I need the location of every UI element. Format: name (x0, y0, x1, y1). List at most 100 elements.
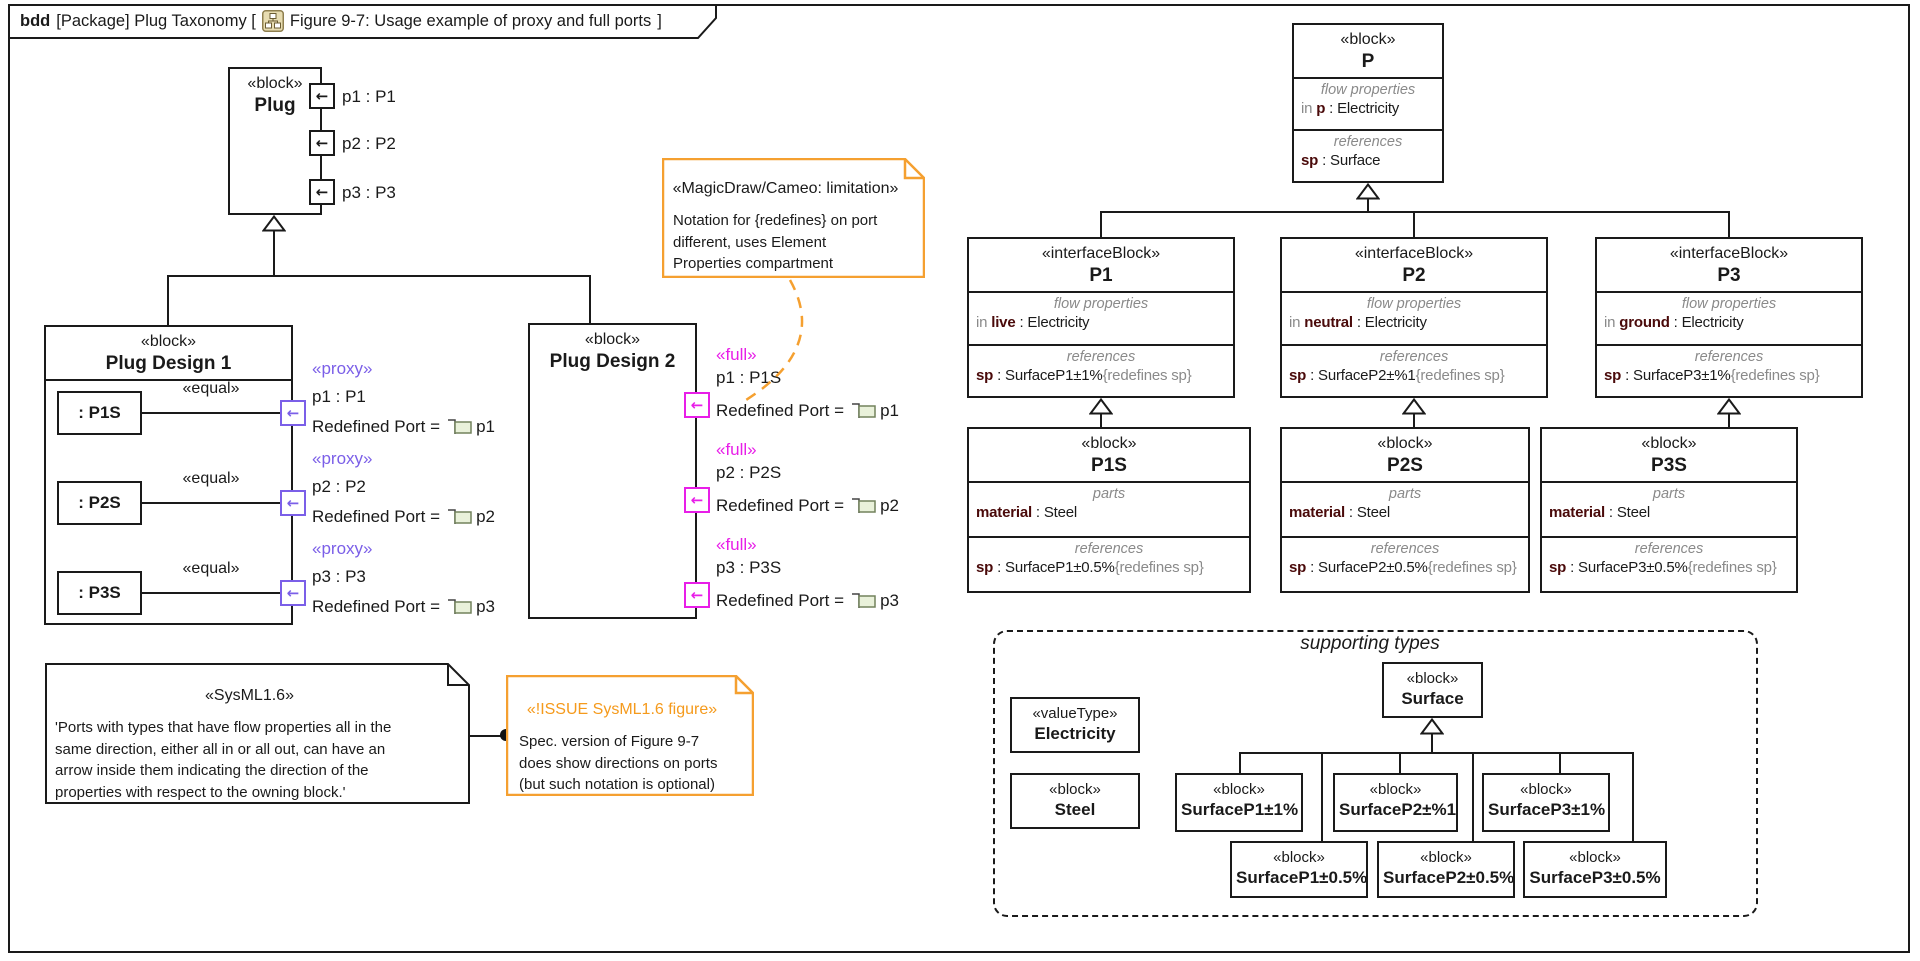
block-p2[interactable]: «interfaceBlock» P2 flow properties in n… (1280, 237, 1548, 398)
compartment-title: parts (1388, 486, 1422, 502)
part-p3s[interactable]: : P3S (57, 571, 142, 615)
block-surfacep3-05pct[interactable]: «block» SurfaceP3±0.5% (1523, 841, 1667, 898)
block-p3[interactable]: «interfaceBlock» P3 flow properties in g… (1595, 237, 1863, 398)
block-stereotype: «block» (1049, 781, 1101, 798)
block-electricity[interactable]: «valueType» Electricity (1010, 697, 1140, 753)
proxy-port-p3[interactable]: ← (280, 580, 306, 606)
port-name-label: p1 : P1S (716, 368, 782, 387)
full-port-p1[interactable]: ← (684, 392, 710, 418)
references-compartment: references sp : SurfaceP1±0.5%{redefines… (969, 536, 1249, 591)
port-p2[interactable]: ← (309, 130, 335, 156)
port-label: p2 : P2 (342, 134, 396, 153)
connector-line (1321, 752, 1323, 842)
note-magicdraw-limitation[interactable]: «MagicDraw/Cameo: limitation» Notation f… (662, 158, 925, 278)
redefined-port-row: Redefined Port = p1 (716, 400, 899, 421)
redefined-port-text: Redefined Port = (716, 590, 845, 610)
equal-connector-label: «equal» (182, 470, 240, 487)
full-port-p3[interactable]: ← (684, 582, 710, 608)
connector-line (1239, 752, 1241, 774)
block-stereotype: «block» (1569, 849, 1621, 866)
flow-properties-compartment: flow properties in p : Electricity (1294, 77, 1442, 129)
block-plug[interactable]: «block» Plug (228, 67, 322, 215)
note-sysml16[interactable]: «SysML1.6» 'Ports with types that have f… (45, 663, 470, 804)
compartment-title: parts (1652, 486, 1686, 502)
connector-line (1100, 211, 1730, 213)
note-line: (but such notation is optional) (519, 776, 715, 793)
port-name-label: p2 : P2S (716, 463, 782, 482)
redefined-port-target: p3 (880, 590, 899, 610)
block-surfacep1-1pct[interactable]: «block» SurfaceP1±1% (1175, 773, 1303, 832)
connector-line (1100, 413, 1102, 428)
part-p2s[interactable]: : P2S (57, 481, 142, 525)
block-p1[interactable]: «interfaceBlock» P1 flow properties in l… (967, 237, 1235, 398)
redefined-port-icon (448, 509, 472, 524)
note-line: 'Ports with types that have flow propert… (55, 719, 392, 736)
block-name: SurfaceP1±1% (1181, 800, 1299, 819)
note-line: Notation for {redefines} on port (673, 212, 878, 229)
port-p3[interactable]: ← (309, 179, 335, 205)
block-name: SurfaceP1±0.5% (1236, 868, 1368, 887)
block-p3s[interactable]: «block» P3S parts material : Steel refer… (1540, 427, 1798, 593)
block-surfacep1-05pct[interactable]: «block» SurfaceP1±0.5% (1230, 841, 1368, 898)
block-header: «block» Plug (230, 69, 320, 121)
block-plug-design-2[interactable]: «block» Plug Design 2 (528, 323, 697, 619)
block-p1s[interactable]: «block» P1S parts material : Steel refer… (967, 427, 1251, 593)
connector-line (1632, 752, 1634, 842)
redefined-port-icon (852, 593, 876, 608)
port-name-label: p2 : P2 (312, 477, 366, 496)
compartment-title: references (1066, 348, 1136, 365)
block-stereotype: «block» (1213, 781, 1265, 798)
redefined-port-text: Redefined Port = (716, 495, 845, 515)
block-p2s[interactable]: «block» P2S parts material : Steel refer… (1280, 427, 1530, 593)
block-surfacep2-1pct[interactable]: «block» SurfaceP2±%1 (1333, 773, 1458, 832)
block-stereotype: «interfaceBlock» (1041, 245, 1161, 262)
compartment-title: flow properties (1681, 296, 1777, 312)
block-header: «valueType» Electricity (1012, 699, 1138, 748)
block-name: Plug Design 1 (105, 353, 232, 374)
port-direction-arrow-icon: ← (315, 182, 329, 201)
port-p1[interactable]: ← (309, 83, 335, 109)
block-surfacep2-05pct[interactable]: «block» SurfaceP2±0.5% (1377, 841, 1515, 898)
proxy-port-p2[interactable]: ← (280, 490, 306, 516)
block-p[interactable]: «block» P flow properties in p : Electri… (1292, 23, 1444, 183)
block-name: P3 (1717, 265, 1741, 286)
compartment-title: flow properties (1366, 296, 1462, 312)
proxy-port-p1[interactable]: ← (280, 400, 306, 426)
block-steel[interactable]: «block» Steel (1010, 773, 1140, 829)
block-surface[interactable]: «block» Surface (1382, 662, 1483, 718)
block-header: «block» P3S (1542, 429, 1796, 481)
block-name: SurfaceP2±%1 (1339, 800, 1457, 819)
port-stereotype-label: «proxy» (312, 539, 373, 558)
block-surfacep3-1pct[interactable]: «block» SurfaceP3±1% (1482, 773, 1610, 832)
block-stereotype: «block» (1273, 849, 1325, 866)
note-body: 'Ports with types that have flow propert… (55, 717, 391, 803)
equal-connector-label: «equal» (182, 380, 240, 397)
generalization-arrow-icon (1356, 183, 1380, 200)
port-name-label: p3 : P3 (312, 567, 366, 586)
block-header: «block» SurfaceP3±1% (1484, 775, 1608, 824)
redefined-port-target: p2 (880, 495, 899, 515)
connector-line (1413, 413, 1415, 428)
note-line: Properties compartment (673, 255, 834, 272)
references-compartment: references sp : Surface (1294, 129, 1442, 181)
generalization-arrow-icon (1717, 398, 1741, 415)
redefined-port-row: Redefined Port = p3 (716, 590, 899, 611)
port-direction-arrow-icon: ← (690, 490, 704, 509)
references-compartment: references sp : SurfaceP3±0.5%{redefines… (1542, 536, 1796, 591)
parts-compartment: parts material : Steel (1542, 481, 1796, 536)
note-stereotype: «MagicDraw/Cameo: limitation» (672, 180, 899, 197)
note-issue-sysml16[interactable]: «!ISSUE SysML1.6 figure» Spec. version o… (506, 675, 754, 796)
block-stereotype: «block» (1641, 435, 1697, 452)
block-name: Plug Design 2 (549, 351, 676, 372)
compartment-title: references (1074, 541, 1144, 557)
references-compartment: references sp : SurfaceP1±1%{redefines s… (969, 343, 1233, 397)
redefined-port-target: p3 (476, 596, 495, 616)
block-header: «interfaceBlock» P1 (969, 239, 1233, 291)
full-port-p2[interactable]: ← (684, 487, 710, 513)
connector-line (1431, 734, 1433, 754)
part-p1s[interactable]: : P1S (57, 391, 142, 435)
redefined-port-text: Redefined Port = (716, 400, 845, 420)
references-compartment: references sp : SurfaceP2±%1{redefines s… (1282, 343, 1546, 397)
redefined-port-text: Redefined Port = (312, 506, 441, 526)
flow-properties-compartment: flow properties in neutral : Electricity (1282, 291, 1546, 344)
